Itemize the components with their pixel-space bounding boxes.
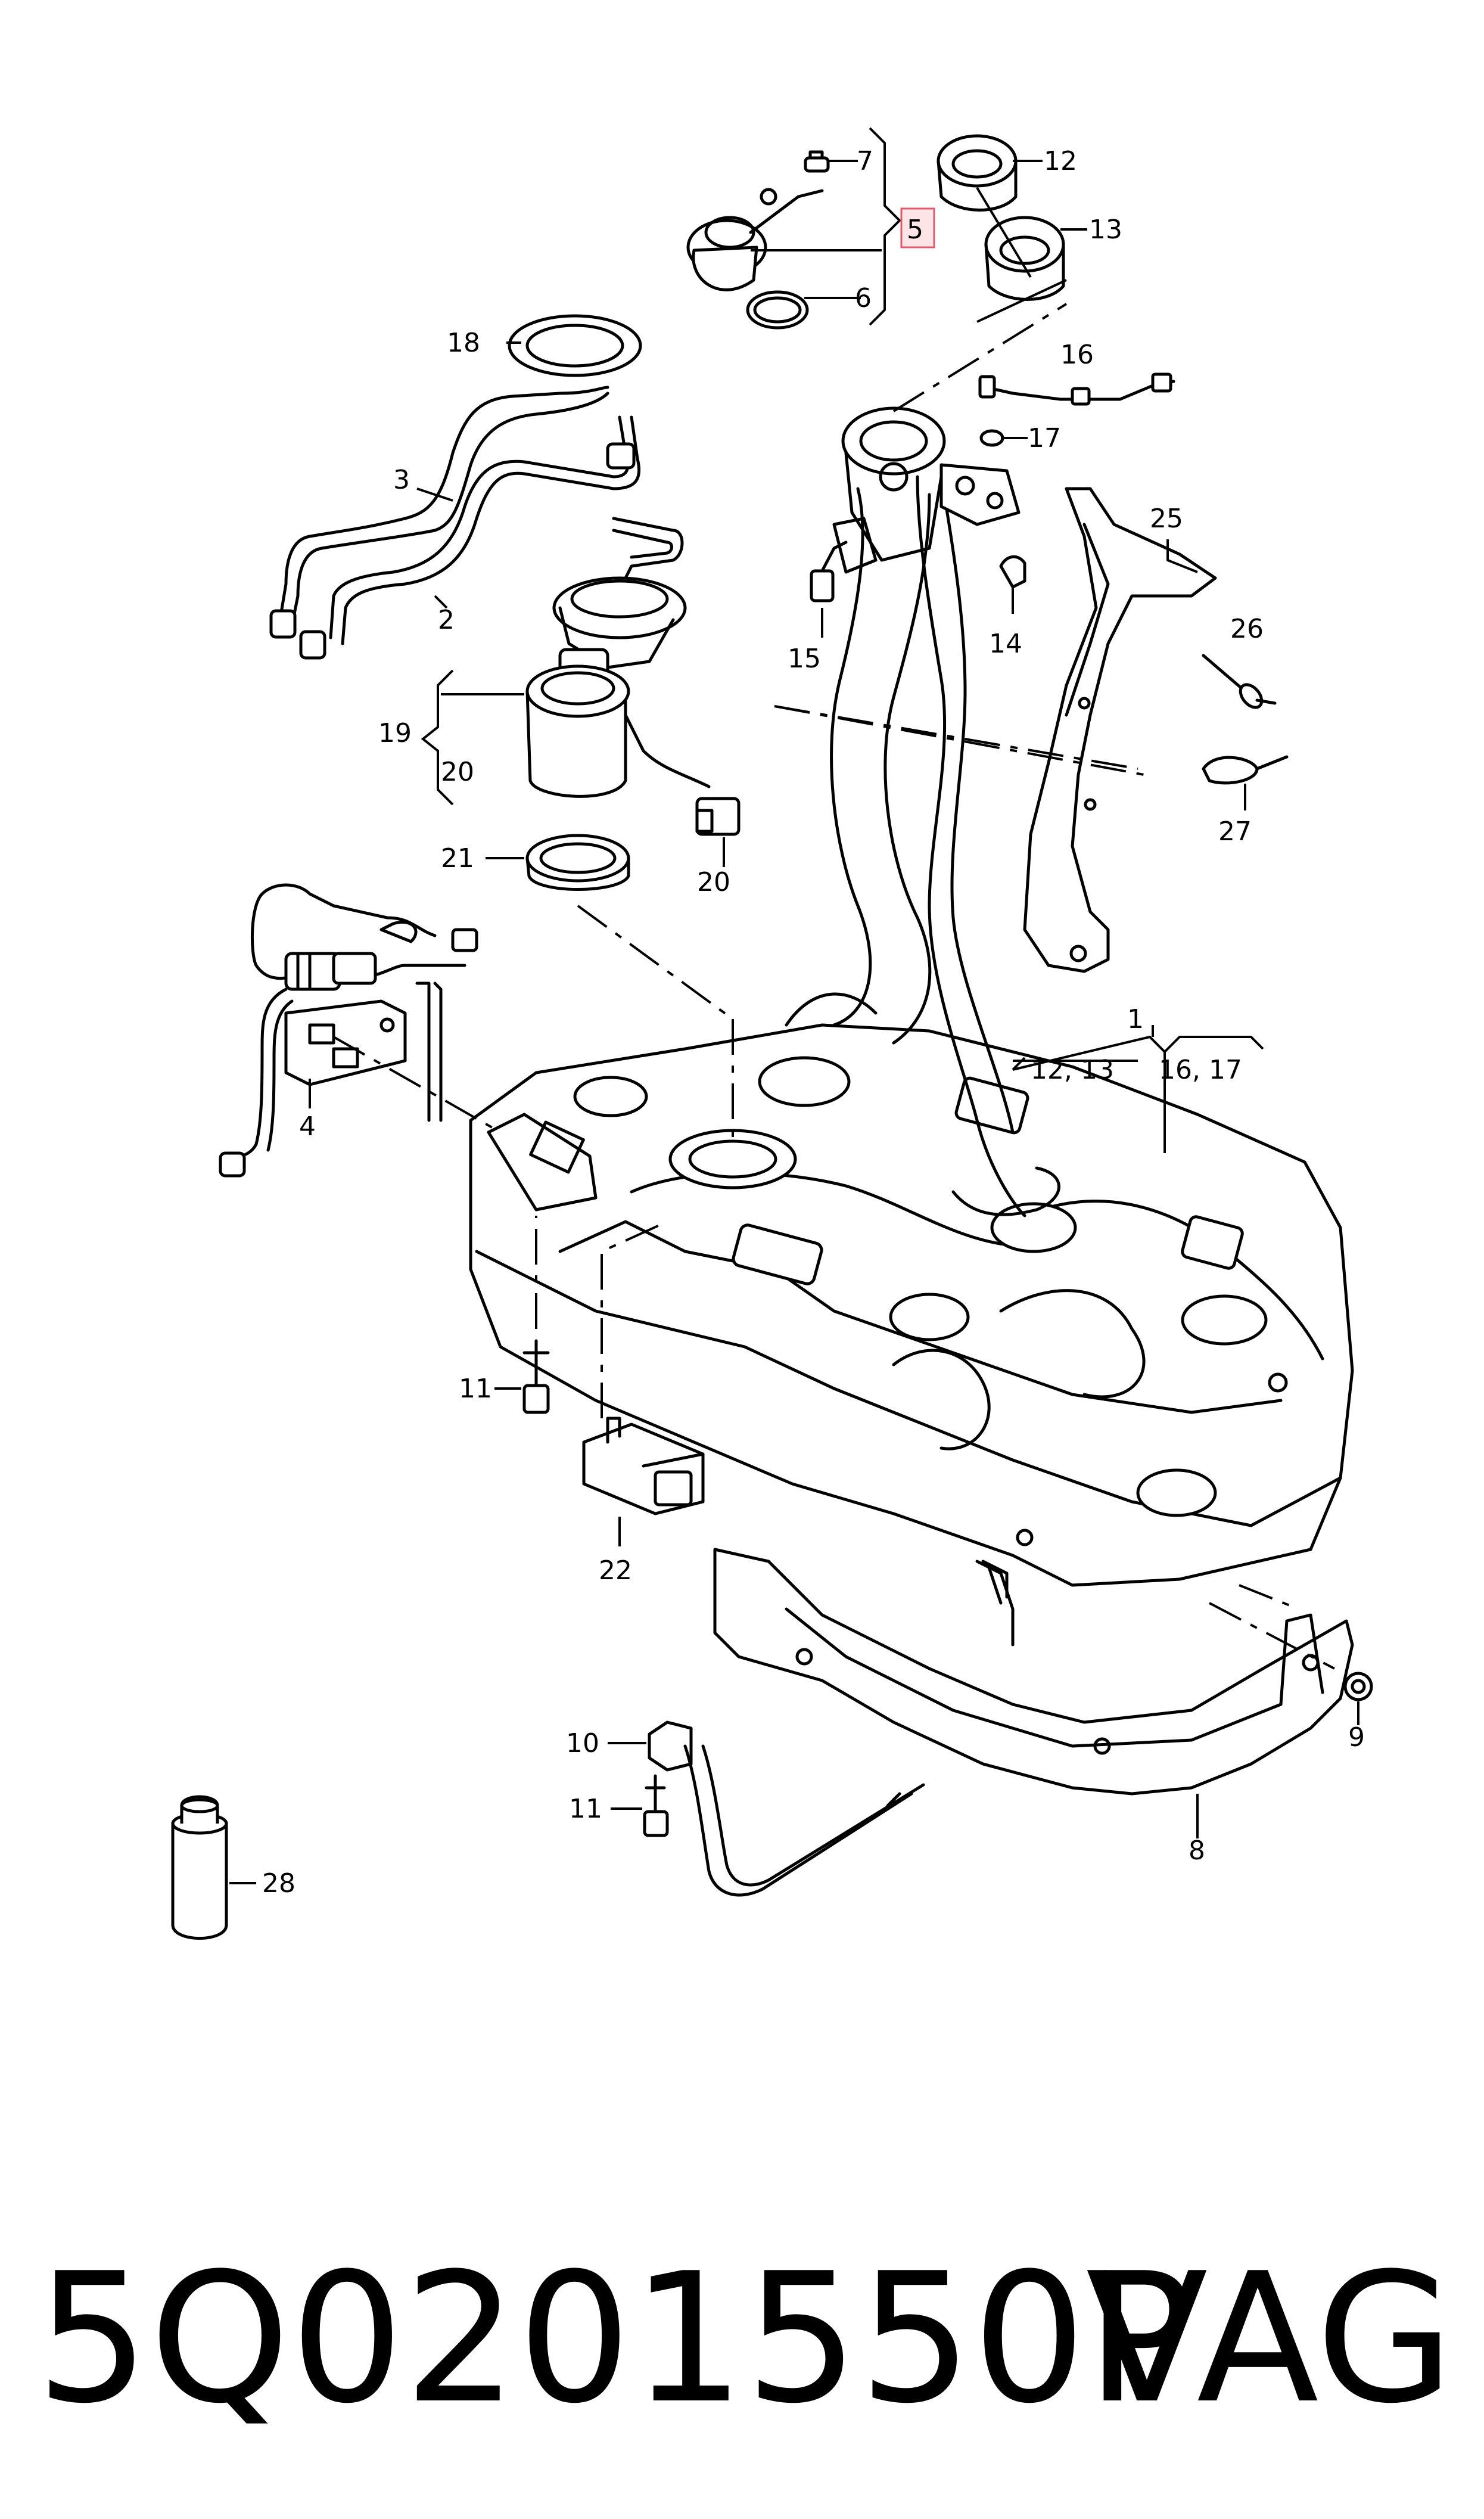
callout-7: 7 (857, 146, 873, 176)
callout-2: 2 (438, 605, 455, 635)
cable-tie-27 (1202, 755, 1289, 785)
callout-14: 14 (989, 629, 1022, 659)
filler-housing-ring (937, 134, 1018, 212)
callout-10: 10 (566, 1728, 599, 1759)
callout-4: 4 (299, 1111, 316, 1142)
filler-neck-pipe (830, 406, 1060, 1217)
brand-name: VAG (1085, 2235, 1454, 2443)
rivet-26 (1202, 654, 1277, 709)
callout-3: 3 (393, 465, 410, 495)
callout-28: 28 (262, 1868, 295, 1899)
callout-25: 25 (1150, 504, 1183, 534)
callout-17: 17 (1028, 423, 1061, 454)
lock-ring-18 (508, 314, 642, 377)
callout-19: 19 (378, 718, 412, 748)
callout-20-upper: 20 (441, 757, 474, 787)
fuel-tank (469, 992, 1354, 1587)
highlighted-part-box (900, 207, 935, 249)
callout-27: 27 (1218, 816, 1252, 847)
wiring-harness (219, 883, 478, 1178)
callout-12: 12 (1044, 146, 1077, 176)
fuel-filler-cap (686, 188, 824, 291)
nut-9 (1343, 1672, 1373, 1701)
callout-9: 9 (1348, 1722, 1365, 1753)
control-unit-22 (582, 1417, 705, 1515)
callout-8: 8 (1189, 1835, 1205, 1866)
fuel-pump-sender (525, 576, 741, 836)
callout-5: 5 (907, 215, 923, 245)
bolt-11-upper (522, 1339, 550, 1414)
callout-20-lower: 20 (697, 867, 730, 897)
callout-26: 26 (1230, 614, 1264, 644)
part-number: 5Q0201550P (36, 2235, 1194, 2443)
fuel-lines (269, 386, 684, 660)
additive-bottle-28 (171, 1795, 228, 1940)
callout-1-left-refs: 12, 13 (1031, 1055, 1114, 1085)
callout-18: 18 (447, 328, 480, 358)
heat-shield-bracket (1023, 487, 1217, 973)
callout-1: 1 (1127, 1004, 1144, 1035)
callout-22: 22 (599, 1555, 632, 1586)
underbody-heat-shield (713, 1548, 1354, 1796)
seal-ring-21 (525, 834, 630, 891)
bolt-11-lower (643, 1774, 669, 1837)
cap-o-ring (746, 290, 809, 330)
callout-1-right-refs: 16, 17 (1159, 1055, 1242, 1085)
callout-16: 16 (1060, 340, 1094, 370)
sensor-wire (978, 372, 1175, 447)
tank-strap (683, 1744, 925, 1897)
callout-11-lower: 11 (569, 1794, 602, 1824)
callout-15: 15 (788, 644, 821, 674)
callout-13: 13 (1089, 215, 1122, 245)
callout-11-upper: 11 (459, 1374, 492, 1404)
bolt-15 (810, 541, 848, 602)
callout-21: 21 (441, 843, 474, 874)
cap-screw (804, 150, 830, 173)
callout-6: 6 (855, 283, 872, 313)
